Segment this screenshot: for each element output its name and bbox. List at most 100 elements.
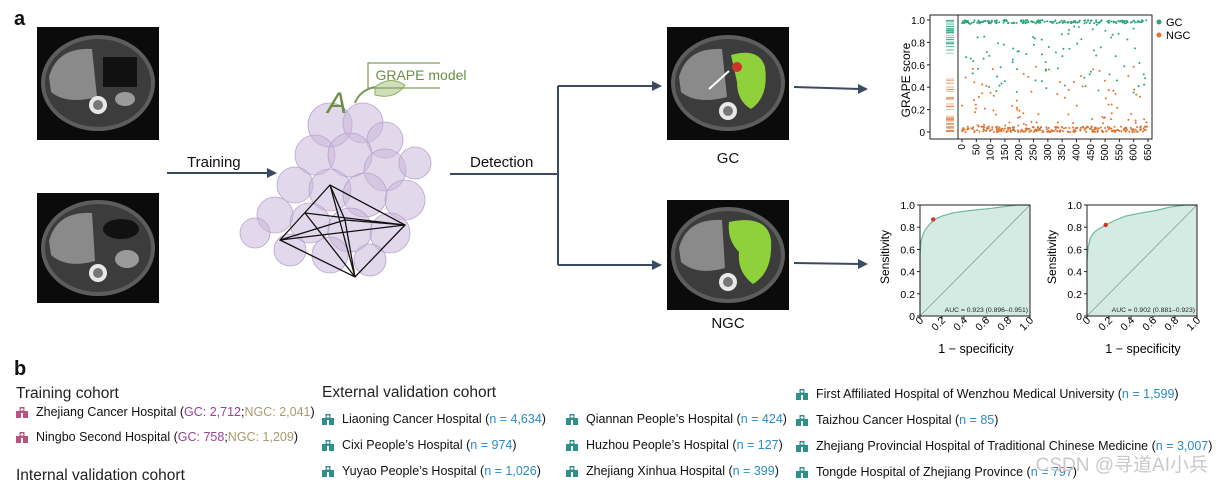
- scatter-point-ngc: [1120, 125, 1123, 128]
- scatter-point-ngc: [1088, 128, 1091, 131]
- internal-cohort-title: Internal validation cohort: [16, 467, 185, 484]
- scatter-point-gc: [1000, 82, 1003, 85]
- external-cohort-title: External validation cohort: [322, 384, 497, 401]
- scatter-point-ngc: [1067, 113, 1070, 116]
- scatter-point-gc: [1061, 55, 1064, 58]
- scatter-point-ngc: [1127, 118, 1130, 121]
- scatter-point-ngc: [1126, 128, 1129, 131]
- sample-size: n = 85: [959, 413, 995, 427]
- hospital-name: Liaoning Cancer Hospital (: [342, 412, 490, 426]
- scatter-point-ngc: [964, 76, 967, 79]
- scatter-point-gc: [999, 66, 1002, 69]
- hospital-icon: [796, 440, 808, 452]
- roc-x-tick-label: 0.2: [929, 315, 948, 334]
- scatter-point-gc: [1111, 33, 1114, 36]
- scatter-point-ngc: [1023, 130, 1026, 133]
- roc-diagonal: [1086, 204, 1198, 317]
- gc-count: GC: 2,712: [184, 405, 241, 419]
- scatter-point-ngc: [1079, 128, 1082, 131]
- scatter-frame: [929, 14, 1153, 140]
- scatter-y-tick-label: 0.8: [911, 38, 925, 49]
- scatter-point-gc: [1041, 19, 1044, 22]
- scatter-point-ngc: [1074, 127, 1077, 130]
- scatter-point-gc: [1099, 46, 1102, 49]
- scatter-point-gc: [1015, 21, 1018, 24]
- scatter-point-ngc: [1040, 126, 1043, 129]
- scatter-point-ngc: [1080, 126, 1083, 129]
- scatter-point-ngc: [1091, 117, 1094, 120]
- scatter-point-gc: [1005, 20, 1008, 23]
- scatter-point-gc: [1040, 38, 1043, 41]
- scatter-point-gc: [1092, 49, 1095, 52]
- ct-image-training-2: [37, 193, 159, 303]
- hospital-icon: [16, 431, 28, 443]
- scatter-point-ngc: [1019, 130, 1022, 133]
- scatter-point-gc: [1138, 61, 1141, 64]
- scatter-point-gc: [969, 57, 972, 60]
- scatter-point-ngc: [1110, 127, 1113, 130]
- scatter-x-tick-label: 250: [1029, 144, 1040, 161]
- scatter-point-gc: [971, 72, 974, 75]
- scatter-point-ngc: [1134, 128, 1137, 131]
- roc2-y-axis-label: Sensitivity: [1045, 230, 1059, 284]
- grape-model-label: GRAPE model: [375, 67, 467, 83]
- scatter-point-ngc: [974, 111, 977, 114]
- sample-size: n = 3,007: [1155, 439, 1209, 453]
- scatter-x-tick-label: 350: [1057, 144, 1068, 161]
- scatter-point-gc: [1056, 67, 1059, 70]
- closing-paren: ): [512, 438, 517, 452]
- scatter-point-ngc: [1056, 92, 1059, 95]
- scatter-point-ngc: [1118, 129, 1121, 132]
- hospital-name: Zhejiang Provincial Hospital of Traditio…: [816, 439, 1156, 453]
- training-cohort-title: Training cohort: [16, 385, 119, 402]
- scatter-point-ngc: [1075, 104, 1078, 107]
- gc-image-label: GC: [716, 150, 740, 167]
- scatter-point-gc: [995, 90, 998, 93]
- hospital-name: Taizhou Cancer Hospital (: [816, 413, 960, 427]
- scatter-point-gc: [1002, 21, 1005, 24]
- scatter-point-ngc: [1103, 117, 1106, 120]
- scatter-point-ngc: [1009, 130, 1012, 133]
- ct-image-ngc: [667, 200, 789, 310]
- roc-x-tick-label: 0.6: [1140, 315, 1159, 334]
- scatter-point-ngc: [991, 126, 994, 129]
- scatter-point-ngc: [1056, 121, 1059, 124]
- scatter-point-gc: [989, 22, 992, 25]
- scatter-point-gc: [1133, 19, 1136, 22]
- scatter-point-ngc: [972, 99, 975, 102]
- scatter-point-ngc: [1113, 125, 1116, 128]
- roc-y-tick-label: 0.2: [900, 289, 915, 301]
- scatter-point-gc: [1095, 54, 1098, 57]
- scatter-point-ngc: [1124, 130, 1127, 133]
- scatter-point-gc: [988, 86, 991, 89]
- closing-paren: ): [310, 405, 315, 419]
- roc-frame: [1086, 204, 1198, 317]
- separator: ;: [240, 405, 245, 419]
- scatter-point-ngc: [1008, 121, 1011, 124]
- gc-count: GC: 758: [177, 430, 225, 444]
- sample-size: n = 399: [732, 464, 775, 478]
- scatter-point-ngc: [991, 68, 994, 71]
- scatter-point-gc: [993, 19, 996, 22]
- scatter-point-gc: [1085, 21, 1088, 24]
- scatter-point-ngc: [1100, 129, 1103, 132]
- scatter-x-tick-label: 450: [1086, 144, 1097, 161]
- hospital-name: Yuyao People’s Hospital (: [342, 464, 485, 478]
- scatter-point-gc: [1026, 19, 1029, 22]
- scatter-point-gc: [1043, 20, 1046, 23]
- scatter-point-gc: [1061, 21, 1064, 24]
- scatter-point-gc: [983, 35, 986, 38]
- scatter-point-gc: [987, 21, 990, 24]
- scatter-point-ngc: [1005, 130, 1008, 133]
- scatter-point-gc: [976, 21, 979, 24]
- scatter-point-gc: [1132, 27, 1135, 30]
- scatter-point-ngc: [1031, 126, 1034, 129]
- scatter-point-gc: [1030, 20, 1033, 23]
- scatter-point-gc: [1097, 89, 1100, 92]
- scatter-point-gc: [1003, 80, 1006, 83]
- hospital-name: Zhejiang Xinhua Hospital (: [586, 464, 733, 478]
- roc-curve-chart-2: Sensitivity 1 − specificity 000.20.20.40…: [1045, 200, 1203, 356]
- scatter-point-ngc: [1107, 103, 1110, 106]
- scatter-point-ngc: [1054, 128, 1057, 131]
- hospital-list-item: Ningbo Second Hospital (GC: 758; NGC: 1,…: [16, 430, 298, 444]
